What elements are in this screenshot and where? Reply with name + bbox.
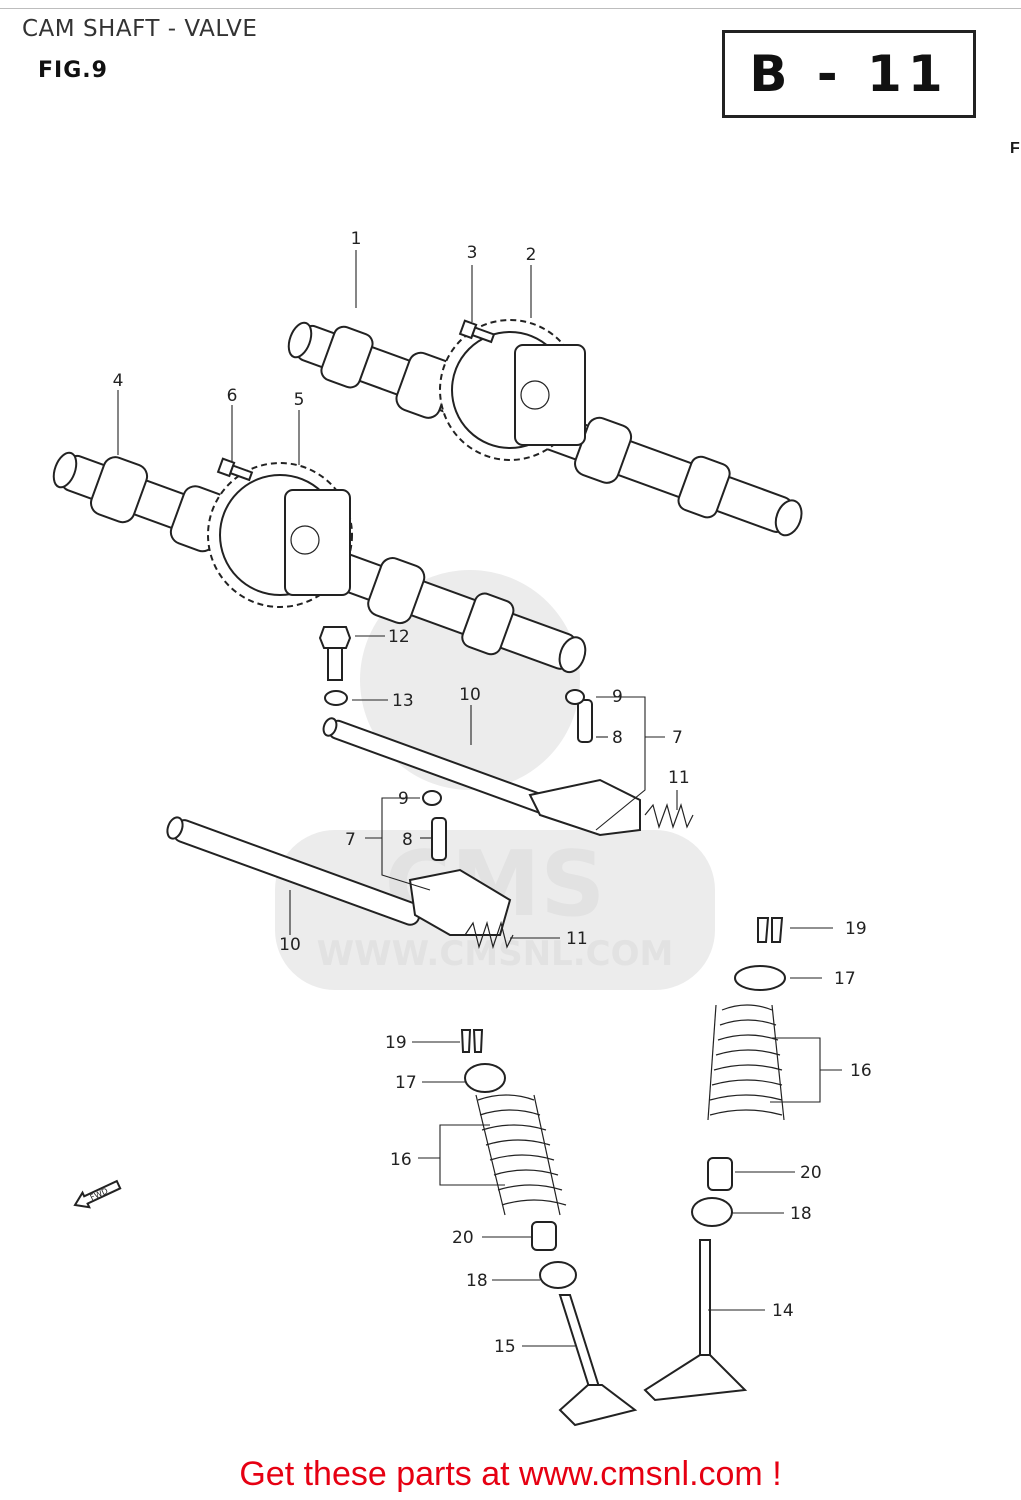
callout-6: 6 <box>227 386 238 406</box>
callout-16-right: 16 <box>850 1061 872 1081</box>
adjuster-nut-lower <box>422 790 442 806</box>
callout-7-upper: 7 <box>672 728 683 748</box>
rocker-arm-lower <box>408 868 512 936</box>
valve-stem-seal-left <box>531 1221 557 1251</box>
leader-lines <box>117 250 842 1347</box>
rocker-spring-upper <box>644 803 694 829</box>
callout-20-left: 20 <box>452 1228 474 1248</box>
adjuster-nut-upper <box>565 689 585 705</box>
callout-11-lower: 11 <box>566 929 588 949</box>
rocker-spring-lower <box>464 920 514 950</box>
rocker-shaft-bolt <box>318 626 352 681</box>
cam-sprocket-upper <box>439 319 586 461</box>
callout-14: 14 <box>772 1301 794 1321</box>
exploded-parts-diagram: CMS WWW.CMSNL.COM <box>52 229 872 1427</box>
sprocket-bolt-lower <box>216 457 254 482</box>
adjuster-screw-lower <box>431 817 447 861</box>
callout-20-right: 20 <box>800 1163 822 1183</box>
callout-9-upper: 9 <box>612 687 623 707</box>
header-rule <box>0 8 1021 9</box>
callout-18-right: 18 <box>790 1204 812 1224</box>
intake-valve <box>643 1239 748 1402</box>
callout-12: 12 <box>388 627 410 647</box>
callout-5: 5 <box>294 390 305 410</box>
valve-cotter-left <box>460 1029 484 1053</box>
spring-retainer-right <box>734 965 786 991</box>
callout-17-right: 17 <box>834 969 856 989</box>
spring-retainer-left <box>464 1063 506 1093</box>
callout-labels: 1 2 3 4 5 6 12 13 10 9 8 7 11 9 7 8 10 1… <box>113 229 872 1357</box>
figure-label: FIG.9 <box>38 58 108 83</box>
valve-springs-right <box>707 1004 785 1121</box>
callout-8-lower: 8 <box>402 830 413 850</box>
diagram-code-box: B - 11 <box>722 30 976 118</box>
washer <box>324 690 348 706</box>
rocker-arm-upper <box>528 778 641 837</box>
callout-1: 1 <box>351 229 362 249</box>
valve-stem-seal-right <box>707 1157 733 1191</box>
edge-mark: F <box>1010 140 1020 157</box>
callout-9-lower: 9 <box>398 789 409 809</box>
callout-17-left: 17 <box>395 1073 417 1093</box>
callout-4: 4 <box>113 371 124 391</box>
callout-19-left: 19 <box>385 1033 407 1053</box>
callout-16-left: 16 <box>390 1150 412 1170</box>
callout-8-upper: 8 <box>612 728 623 748</box>
spring-seat-right <box>691 1197 733 1227</box>
callout-10-lower: 10 <box>279 935 301 955</box>
callout-15: 15 <box>494 1337 516 1357</box>
valve-springs-left <box>475 1094 567 1216</box>
diagram-code: B - 11 <box>749 45 949 103</box>
callout-19-right: 19 <box>845 919 867 939</box>
sprocket-bolt-upper <box>458 319 496 344</box>
valve-cotter-right <box>757 917 784 943</box>
callout-10-upper: 10 <box>459 685 481 705</box>
cam-sprocket-lower <box>207 462 353 608</box>
callout-13: 13 <box>392 691 414 711</box>
callout-18-left: 18 <box>466 1271 488 1291</box>
callout-2: 2 <box>526 245 537 265</box>
fwd-arrow-icon: FWD <box>73 1179 122 1209</box>
callout-7-lower: 7 <box>345 830 356 850</box>
get-parts-link[interactable]: Get these parts at www.cmsnl.com ! <box>239 1455 782 1493</box>
callout-3: 3 <box>467 243 478 263</box>
page-title: CAM SHAFT - VALVE <box>22 16 258 42</box>
svg-text:FWD: FWD <box>89 1186 110 1202</box>
callout-11-upper: 11 <box>668 768 690 788</box>
exhaust-valve <box>558 1294 638 1427</box>
adjuster-screw-upper <box>577 699 593 743</box>
spring-seat-left <box>539 1261 577 1289</box>
